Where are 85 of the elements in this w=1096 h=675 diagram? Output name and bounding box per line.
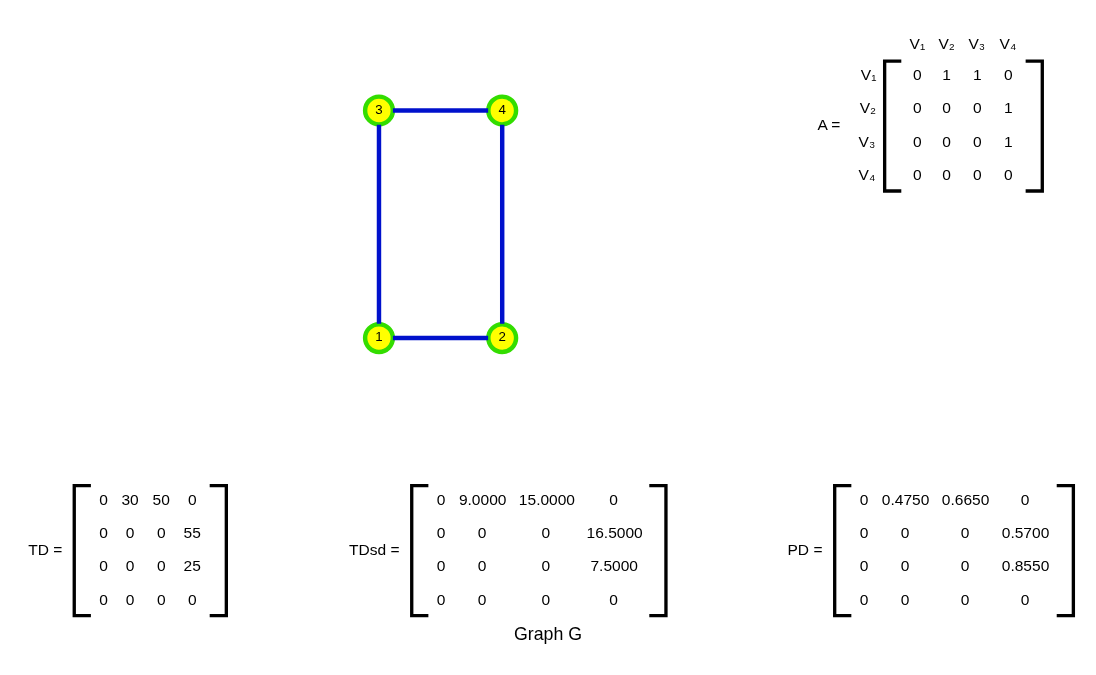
label: 0 — [609, 490, 618, 508]
label: 0 — [188, 590, 197, 608]
label: 0 — [477, 557, 487, 575]
node-circle: 2 — [486, 321, 519, 355]
label: 55 — [183, 524, 201, 542]
label: 0 — [942, 132, 952, 150]
label: 0 — [99, 490, 108, 508]
label: 0 — [942, 99, 952, 117]
label: 0 — [1020, 490, 1030, 508]
label: 1 — [972, 66, 982, 84]
label: 0 — [859, 590, 869, 608]
label: 0 — [156, 590, 166, 608]
node-circle: 4 — [486, 94, 519, 127]
label: 0 — [125, 557, 135, 575]
label: 9.0000 — [458, 490, 507, 508]
label: 0 — [912, 166, 922, 184]
label: 0 — [436, 490, 446, 508]
label: 0 — [436, 557, 446, 575]
label: 0 — [477, 524, 487, 542]
label: 0.6650 — [941, 490, 990, 508]
label: 0 — [912, 132, 922, 150]
label: V₃ — [968, 34, 986, 52]
label: 0 — [960, 590, 970, 608]
label: 16.5000 — [586, 524, 643, 542]
label: 0 — [99, 524, 108, 542]
label: 0 — [541, 524, 551, 542]
label: 0 — [156, 524, 166, 542]
label: 0 — [609, 590, 618, 608]
label: 0 — [188, 490, 197, 508]
label: 0 — [125, 590, 135, 608]
label: 0 — [900, 524, 910, 542]
caption: Graph G — [513, 624, 583, 645]
node-circle: 3 — [362, 94, 396, 127]
label: 0 — [942, 166, 952, 184]
label: 0 — [960, 557, 970, 575]
connector — [500, 124, 505, 324]
label: 0.4750 — [881, 490, 930, 508]
label: 0 — [972, 166, 982, 184]
label: 0 — [859, 557, 869, 575]
label: 0 — [541, 557, 551, 575]
label: 7.5000 — [590, 557, 638, 575]
label: 30 — [121, 490, 139, 508]
label: 25 — [183, 557, 201, 575]
label: 0 — [900, 590, 910, 608]
label: 15.0000 — [518, 490, 576, 508]
label: 0 — [436, 524, 446, 542]
label: V₁ — [909, 34, 926, 52]
label: 0 — [972, 99, 982, 117]
label: 0 — [900, 557, 910, 575]
label: 0 — [859, 490, 869, 508]
label: V₂ — [859, 99, 877, 117]
label: 0 — [859, 524, 869, 542]
label: 0 — [972, 132, 982, 150]
label: V₂ — [938, 34, 955, 52]
label: 0 — [541, 590, 551, 608]
label: 0 — [125, 524, 135, 542]
label: 0 — [477, 590, 487, 608]
connector — [376, 124, 382, 324]
label: 0 — [99, 557, 108, 575]
label: 0 — [99, 590, 108, 608]
label: TDsd = — [349, 540, 400, 558]
label: V₄ — [858, 166, 876, 184]
label: PD = — [787, 540, 823, 558]
label: 0 — [436, 590, 446, 608]
label: 0.8550 — [1001, 557, 1050, 575]
label: 1 — [1003, 99, 1013, 117]
label: 0 — [912, 99, 922, 117]
label: V₃ — [858, 132, 876, 150]
connector — [392, 108, 489, 113]
node-circle: 1 — [362, 321, 396, 355]
label: 1 — [1003, 132, 1013, 150]
label: 0 — [156, 557, 166, 575]
label: V₁ — [860, 66, 877, 84]
label: TD = — [28, 540, 63, 558]
label: 50 — [152, 490, 170, 508]
label: V₄ — [999, 34, 1017, 52]
connector — [392, 335, 489, 341]
label: 0 — [1020, 590, 1030, 608]
label: 1 — [942, 66, 952, 84]
label: 0 — [1003, 66, 1013, 84]
label: 0 — [912, 66, 922, 84]
label: 0 — [960, 524, 970, 542]
label: 0.5700 — [1001, 524, 1050, 542]
label: A = — [817, 116, 841, 134]
label: 0 — [1003, 166, 1013, 184]
